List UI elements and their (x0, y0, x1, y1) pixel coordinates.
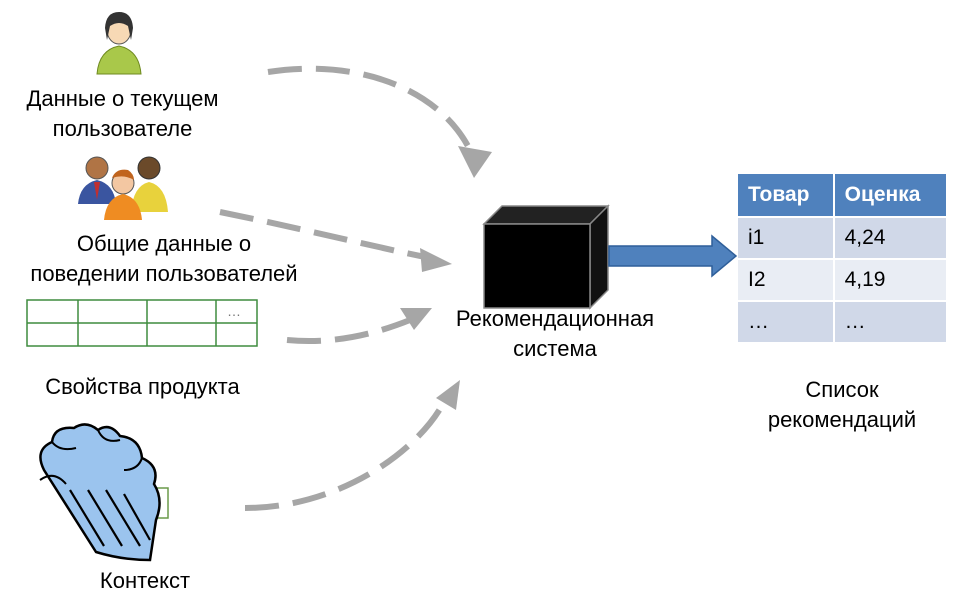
rain-cloud-icon (39, 423, 169, 562)
table-cell-item: i1 (738, 216, 835, 259)
arrowhead-context (436, 380, 460, 410)
table-row: … … (738, 300, 949, 342)
table-cell-item: … (738, 300, 835, 342)
arrowhead-product (400, 308, 432, 330)
arrowhead-users (420, 248, 452, 272)
users-group-icon (78, 156, 168, 220)
table-row: i1 4,24 (738, 216, 949, 259)
grid-table-icon (26, 299, 258, 347)
recommendation-table: Товар Оценка i1 4,24 I2 4,19 … … (738, 174, 949, 342)
table-header-row: Товар Оценка (738, 174, 949, 217)
grid-ellipsis: … (227, 303, 241, 319)
table-cell-item: I2 (738, 258, 835, 301)
arrowhead-user (458, 146, 492, 178)
black-box-icon (482, 204, 610, 310)
table-row: I2 4,19 (738, 258, 949, 301)
table-header-score: Оценка (833, 174, 949, 217)
input-arrows (219, 65, 473, 511)
user-icon (96, 12, 142, 75)
label-output: Список рекомендаций (767, 377, 917, 432)
table-cell-score: 4,19 (833, 258, 949, 301)
output-arrow (608, 234, 738, 278)
table-header-item: Товар (738, 174, 835, 217)
label-all-users: Общие данные о поведении пользователей (30, 231, 298, 286)
table-cell-score: … (833, 300, 949, 342)
label-system: Рекомендационная система (455, 306, 655, 361)
label-current-user: Данные о текущем пользователе (26, 86, 219, 141)
arrow-user-to-system (267, 65, 473, 152)
table-cell-score: 4,24 (833, 216, 949, 259)
label-context: Контекст (99, 568, 191, 593)
label-product-props: Свойства продукта (45, 374, 240, 399)
arrow-users-to-system (219, 209, 431, 261)
arrow-context-to-system (244, 398, 448, 511)
arrow-product-to-system (286, 317, 412, 345)
